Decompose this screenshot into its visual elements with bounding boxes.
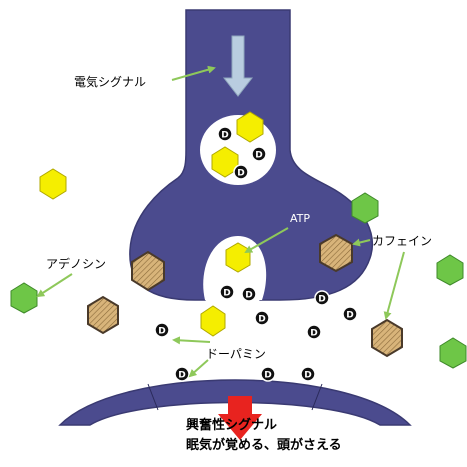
dopamine-molecule: D xyxy=(306,324,322,340)
dopamine-molecule: D xyxy=(260,366,276,382)
atp-hexagon xyxy=(236,111,264,143)
pointer-arrow-adenosine xyxy=(36,273,73,298)
label-effect: 眠気が覚める、頭がさえる xyxy=(186,437,342,453)
pointer-arrow-dopamine-2 xyxy=(188,359,209,378)
dopamine-molecule: D xyxy=(251,146,267,162)
dopamine-symbol: D xyxy=(237,169,244,179)
dopamine-molecule: D xyxy=(217,126,233,142)
adenosine-hexagon xyxy=(10,282,38,314)
dopamine-symbol: D xyxy=(310,329,317,339)
caffeine-hexagon xyxy=(371,318,403,358)
pointer-arrow-electric xyxy=(171,65,216,81)
caffeine-hexagon xyxy=(87,295,119,335)
dopamine-symbol: D xyxy=(346,311,353,321)
atp-hexagon xyxy=(39,168,67,200)
receptor-divider xyxy=(147,383,159,411)
pointer-arrow-dopamine-1 xyxy=(172,336,211,345)
dopamine-symbol: D xyxy=(223,289,230,299)
excitatory-arrow xyxy=(218,396,262,440)
dopamine-symbol: D xyxy=(221,131,228,141)
atp-hexagon xyxy=(200,305,226,337)
dopamine-molecule: D xyxy=(342,306,358,322)
dopamine-molecule: D xyxy=(233,164,249,180)
pointer-arrow-caffeine-1 xyxy=(352,238,371,247)
dopamine-molecule: D xyxy=(219,284,235,300)
adenosine-hexagon xyxy=(436,254,464,286)
dopamine-symbol: D xyxy=(178,371,185,381)
adenosine-hexagon xyxy=(351,192,379,224)
pointer-arrow-caffeine-2 xyxy=(383,251,405,320)
dopamine-molecule: D xyxy=(314,290,330,306)
label-electric-signal: 電気シグナル xyxy=(74,74,146,89)
dopamine-molecule: D xyxy=(300,366,316,382)
atp-hexagon xyxy=(225,242,251,273)
pointer-arrow-atp xyxy=(244,227,289,253)
dopamine-symbol: D xyxy=(158,327,165,337)
dopamine-symbol: D xyxy=(264,371,271,381)
adenosine-hexagon xyxy=(439,337,467,369)
label-dopamine: ドーパミン xyxy=(206,347,266,361)
label-adenosine: アデノシン xyxy=(46,256,106,271)
dopamine-molecule: D xyxy=(174,366,190,382)
label-atp: ATP xyxy=(290,212,310,225)
label-excitatory-signal: 興奮性シグナル xyxy=(186,417,277,433)
dopamine-symbol: D xyxy=(245,291,252,301)
dopamine-molecule: D xyxy=(254,310,270,326)
dopamine-molecule: D xyxy=(241,286,257,302)
caffeine-hexagon xyxy=(319,233,353,273)
dopamine-symbol: D xyxy=(304,371,311,381)
dopamine-molecule: D xyxy=(154,322,170,338)
dopamine-symbol: D xyxy=(255,151,262,161)
label-caffeine: カフェイン xyxy=(372,234,432,248)
dopamine-symbol: D xyxy=(258,315,265,325)
signal-down-arrow xyxy=(222,35,254,97)
caffeine-hexagon xyxy=(131,250,165,292)
receptor-divider xyxy=(311,383,323,411)
dopamine-symbol: D xyxy=(318,295,325,305)
